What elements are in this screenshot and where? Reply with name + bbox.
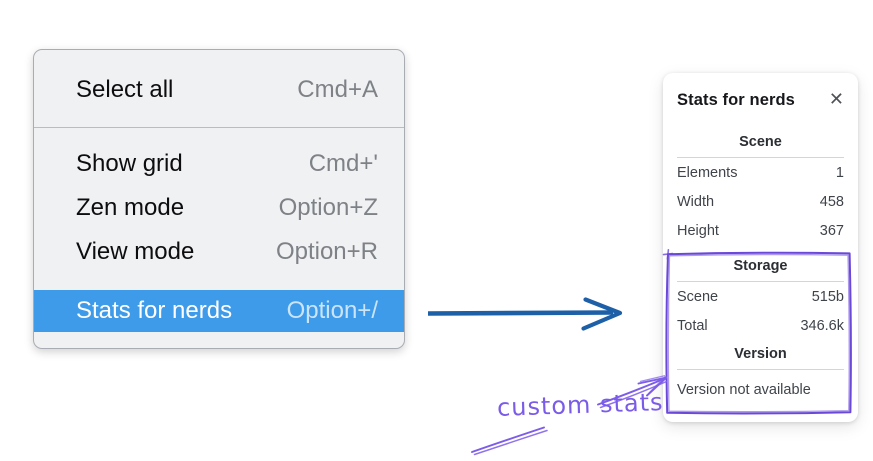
blue-arrow <box>427 297 623 331</box>
stats-panel-title: Stats for nerds <box>677 90 795 109</box>
stat-value: 515b <box>811 288 844 305</box>
menu-item-show-grid[interactable]: Show grid Cmd+' <box>34 142 404 186</box>
menu-item-label: Select all <box>76 76 174 103</box>
menu-item-label: Zen mode <box>76 194 185 221</box>
menu-item-shortcut: Option+R <box>275 238 378 265</box>
stat-row-total-storage: Total 346.6k <box>677 311 844 340</box>
stat-label: Width <box>677 193 715 210</box>
menu-item-zen-mode[interactable]: Zen mode Option+Z <box>34 186 404 230</box>
stat-value: 367 <box>819 222 844 239</box>
menu-item-label: Show grid <box>76 150 183 177</box>
menu-divider <box>34 127 404 128</box>
close-icon[interactable]: ✕ <box>828 89 844 110</box>
stats-section-version: Version Version not available <box>677 343 844 404</box>
menu-item-stats-for-nerds[interactable]: Stats for nerds Option+/ <box>34 290 404 332</box>
section-heading: Version <box>734 346 787 362</box>
menu-item-shortcut: Cmd+' <box>308 150 378 177</box>
stat-value: 1 <box>835 164 844 181</box>
section-divider <box>677 157 844 158</box>
stat-row-scene-storage: Scene 515b <box>677 282 844 311</box>
custom-stats-annotation: custom stats <box>496 388 664 422</box>
stat-row-height: Height 367 <box>677 216 844 245</box>
stat-value: 458 <box>819 193 844 210</box>
stats-section-scene: Scene Elements 1 Width 458 Height 367 <box>677 131 844 245</box>
stats-section-storage: Storage Scene 515b Total 346.6k <box>677 255 844 340</box>
stat-label: Total <box>677 317 708 334</box>
menu-item-label: View mode <box>76 238 195 265</box>
stat-label: Height <box>677 222 719 239</box>
stat-label: Elements <box>677 164 738 181</box>
menu-item-view-mode[interactable]: View mode Option+R <box>34 230 404 274</box>
section-divider <box>677 369 844 370</box>
section-heading: Storage <box>733 258 788 274</box>
menu-item-shortcut: Cmd+A <box>297 76 378 103</box>
section-heading: Scene <box>739 134 782 150</box>
menu-item-shortcut: Option+Z <box>278 194 378 221</box>
version-note: Version not available <box>677 382 811 398</box>
stat-row-elements: Elements 1 <box>677 158 844 187</box>
stats-panel: Stats for nerds ✕ Scene Elements 1 Width… <box>663 73 858 422</box>
context-menu: Select all Cmd+A Show grid Cmd+' Zen mod… <box>33 49 405 349</box>
stat-value: 346.6k <box>800 317 844 334</box>
menu-item-label: Stats for nerds <box>76 297 233 324</box>
stat-label: Scene <box>677 288 719 305</box>
menu-item-select-all[interactable]: Select all Cmd+A <box>34 68 404 112</box>
stats-panel-header: Stats for nerds ✕ <box>677 87 844 113</box>
stat-row-width: Width 458 <box>677 187 844 216</box>
menu-item-shortcut: Option+/ <box>286 297 378 324</box>
